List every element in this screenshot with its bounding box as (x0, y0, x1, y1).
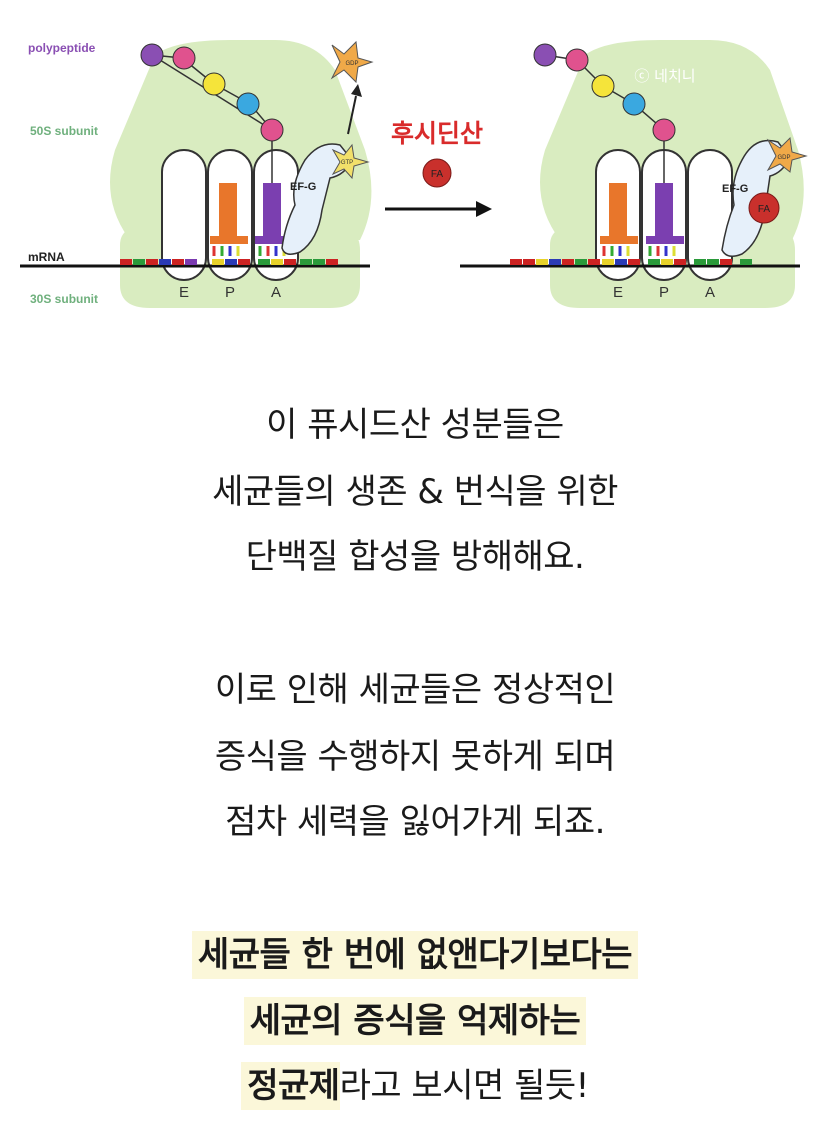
right-bead-2 (565, 48, 589, 72)
watermark: ⓒ 네치니 (634, 67, 695, 85)
right-efg-label: EF-G (722, 183, 748, 195)
right-trna-orange (609, 183, 627, 238)
left-bead-2 (172, 46, 196, 70)
polypeptide-label: polypeptide (28, 41, 96, 55)
right-site-e-label: E (613, 284, 623, 301)
protein-synthesis-diagram: E P A EF-G GTP GDP polypeptide 50S subun… (20, 40, 808, 308)
paragraph-1-line-3: 단백질 합성을 방해해요. (245, 537, 585, 577)
subunit-30s-label: 30S subunit (30, 292, 98, 306)
left-site-a-label: A (271, 284, 281, 301)
emphasis-line-2: 세균의 증식을 억제하는 (243, 997, 587, 1045)
left-gdp-label: GDP (345, 61, 358, 67)
fusidic-acid-title: 후시딘산 (391, 119, 483, 148)
emphasis-line-3-rest: 라고 보시면 될듯! (339, 1066, 590, 1106)
left-site-e-label: E (179, 284, 189, 301)
left-bead-1 (140, 43, 164, 67)
paragraph-1-line-1: 이 퓨시드산 성분들은 (266, 405, 564, 445)
middle-fa-label: FA (431, 169, 444, 180)
left-bead-4 (236, 92, 260, 116)
right-bead-5 (652, 118, 676, 142)
emphasis-line-3-row: 정균제라고 보시면 될듯! (0, 1062, 830, 1110)
right-trna-purple (655, 183, 673, 238)
left-gtp-star (331, 143, 370, 180)
right-ribosome-panel: E P A ⓒ 네치니 EF-G GDP FA (460, 40, 808, 308)
left-ribosome-panel: E P A EF-G GTP GDP polypeptide 50S subun… (20, 40, 374, 308)
right-bead-1 (533, 43, 557, 67)
right-bead-4 (622, 92, 646, 116)
right-site-p-label: P (659, 284, 669, 301)
right-fa-circle (748, 192, 780, 224)
left-bead-5 (260, 118, 284, 142)
emphasis-line-2-row: 세균의 증식을 억제하는 (0, 997, 830, 1045)
left-site-e-box (161, 149, 207, 281)
paragraph-1-line-2: 세균들의 생존 & 번식을 위한 (212, 472, 618, 512)
middle-transition: 후시딘산 FA (385, 119, 492, 217)
left-site-p-label: P (225, 284, 235, 301)
left-gtp-label: GTP (341, 160, 353, 166)
left-efg-label: EF-G (290, 181, 316, 193)
left-bead-3 (202, 72, 226, 96)
left-trna-orange (219, 183, 237, 238)
emphasis-keyword: 정균제 (241, 1062, 340, 1110)
mrna-label: mRNA (28, 250, 65, 264)
middle-fa-circle (422, 158, 452, 188)
paragraph-2-line-3: 점차 세력을 잃어가게 되죠. (225, 802, 605, 842)
emphasis-line-1: 세균들 한 번에 없앤다기보다는 (191, 931, 639, 979)
paragraph-2-line-1: 이로 인해 세균들은 정상적인 (214, 670, 616, 710)
right-gdp-label: GDP (777, 155, 790, 161)
subunit-50s-label: 50S subunit (30, 124, 98, 138)
right-codon-tiles (510, 259, 752, 265)
right-site-a-label: A (705, 284, 715, 301)
emphasis-line-1-row: 세균들 한 번에 없앤다기보다는 (0, 931, 830, 979)
right-gdp-star (766, 136, 808, 173)
right-fa-label: FA (758, 204, 771, 215)
left-gdp-star (330, 40, 374, 84)
paragraph-2-line-2: 증식을 수행하지 못하게 되며 (214, 737, 616, 777)
left-codon-tiles (120, 259, 338, 265)
left-trna-purple (263, 183, 281, 238)
right-bead-3 (591, 74, 615, 98)
